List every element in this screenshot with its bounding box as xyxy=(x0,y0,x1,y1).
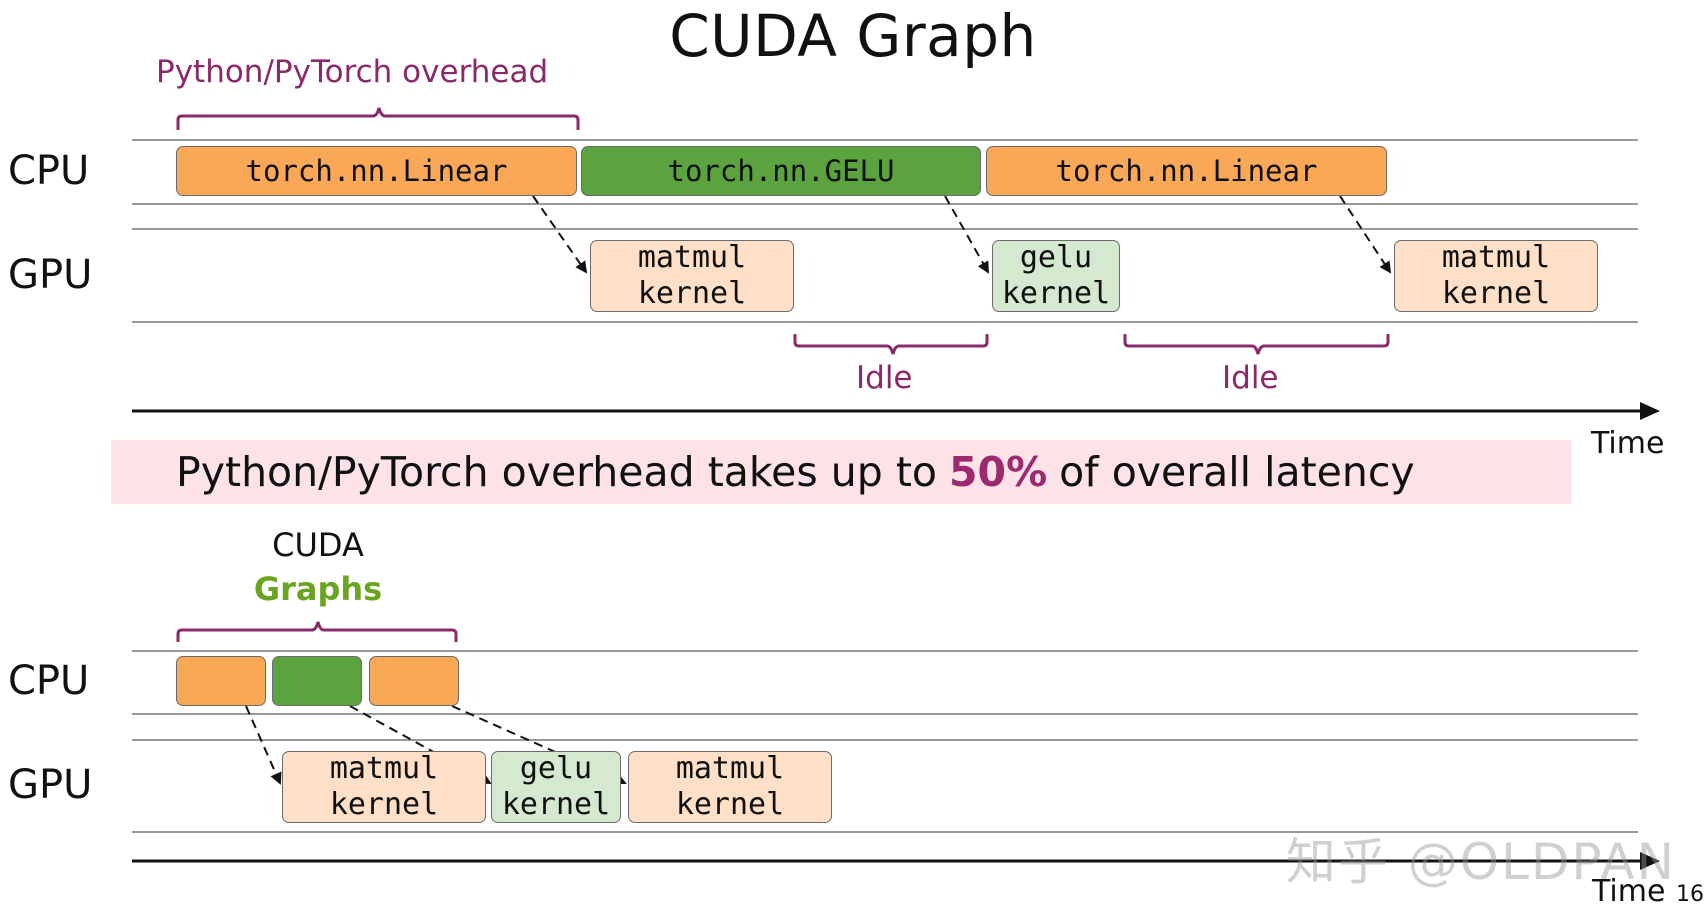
overhead-bracket xyxy=(176,107,580,130)
top-launch-arrow-2 xyxy=(944,195,989,274)
top-launch-arrow-1 xyxy=(532,195,588,274)
cpu-op-linear-1: torch.nn.Linear xyxy=(176,146,577,196)
cpu-op-linear-1-label: torch.nn.Linear xyxy=(245,153,508,188)
graph-gpu-kernel-matmul-1-label: matmul kernel xyxy=(329,751,439,822)
top-cpu-row-label: CPU xyxy=(8,148,90,194)
cpu-graph-op-gelu xyxy=(272,656,362,706)
graph-gpu-kernel-matmul-2-label: matmul kernel xyxy=(675,751,785,822)
slide-title: CUDA Graph xyxy=(669,2,1037,70)
banner-prefix: Python/PyTorch overhead takes up to xyxy=(176,448,938,496)
graph-gpu-kernel-gelu-label: gelu kernel xyxy=(501,751,611,822)
idle-bracket-1 xyxy=(793,334,989,355)
gpu-kernel-matmul-1-label: matmul kernel xyxy=(637,240,747,311)
cpu-graph-op-linear-1 xyxy=(176,656,266,706)
gpu-kernel-matmul-1: matmul kernel xyxy=(590,240,794,312)
watermark: 知乎 @OLDPAN xyxy=(1285,833,1676,891)
gpu-kernel-gelu: gelu kernel xyxy=(992,240,1120,312)
gpu-kernel-gelu-label: gelu kernel xyxy=(1001,240,1111,311)
top-time-axis-arrowhead xyxy=(1640,402,1660,420)
top-gpu-row-label: GPU xyxy=(8,252,93,298)
banner-highlight: 50% xyxy=(949,448,1048,496)
idle-label-1: Idle xyxy=(856,360,913,396)
latency-banner: Python/PyTorch overhead takes up to 50% … xyxy=(111,440,1571,504)
cpu-op-linear-2-label: torch.nn.Linear xyxy=(1055,153,1318,188)
cuda-label: CUDA xyxy=(272,526,364,564)
graph-gpu-kernel-matmul-2: matmul kernel xyxy=(628,751,832,823)
gpu-kernel-matmul-2: matmul kernel xyxy=(1394,240,1598,312)
bottom-launch-arrow-2 xyxy=(349,705,492,784)
page-number: 16 xyxy=(1676,882,1704,907)
cpu-graph-op-linear-2 xyxy=(369,656,459,706)
idle-label-2: Idle xyxy=(1222,360,1279,396)
graph-gpu-kernel-matmul-1: matmul kernel xyxy=(282,751,486,823)
overhead-label: Python/PyTorch overhead xyxy=(156,54,549,90)
top-time-label: Time xyxy=(1591,426,1665,461)
bottom-launch-arrow-1 xyxy=(245,705,282,785)
bottom-gpu-row-label: GPU xyxy=(8,762,93,808)
top-launch-arrow-3 xyxy=(1339,195,1392,274)
cpu-op-gelu: torch.nn.GELU xyxy=(581,146,981,196)
banner-suffix: of overall latency xyxy=(1059,448,1415,496)
idle-bracket-2 xyxy=(1123,334,1390,355)
cpu-op-gelu-label: torch.nn.GELU xyxy=(667,153,895,188)
cuda-graphs-bracket xyxy=(176,621,458,642)
graphs-label: Graphs xyxy=(253,570,383,608)
graph-gpu-kernel-gelu: gelu kernel xyxy=(491,751,621,823)
bottom-time-label: Time xyxy=(1592,874,1666,909)
bottom-time-axis-arrowhead xyxy=(1640,852,1660,870)
bottom-cpu-row-label: CPU xyxy=(8,658,90,704)
gpu-kernel-matmul-2-label: matmul kernel xyxy=(1441,240,1551,311)
cpu-op-linear-2: torch.nn.Linear xyxy=(986,146,1387,196)
